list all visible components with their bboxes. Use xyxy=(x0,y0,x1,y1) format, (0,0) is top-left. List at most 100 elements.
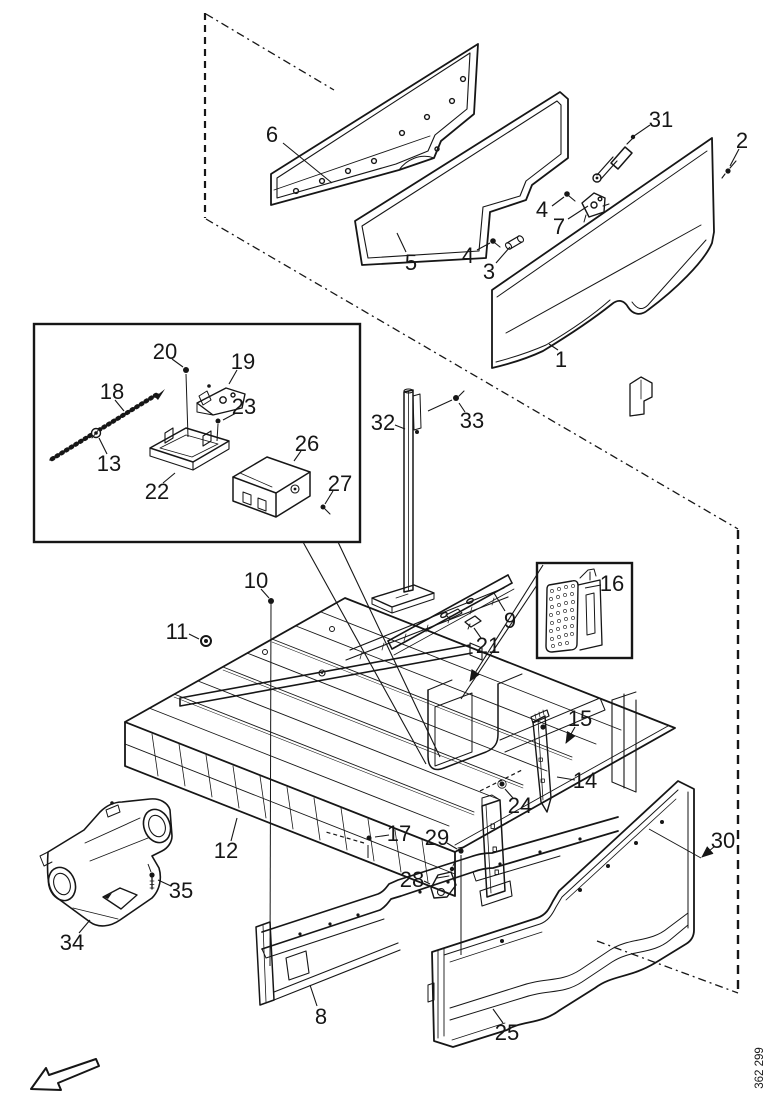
part-26-control-box xyxy=(232,456,311,518)
construction-line xyxy=(460,584,538,700)
part-2-screw xyxy=(721,160,737,179)
part-18-rod xyxy=(49,389,165,462)
part-1-outer-panel xyxy=(491,137,715,369)
callout-leader xyxy=(162,472,176,484)
callout-1: 1 xyxy=(555,347,567,372)
callout-leader xyxy=(282,142,333,184)
part-8-rail xyxy=(255,816,619,1006)
part-28-bracket xyxy=(430,860,457,899)
callout-10: 10 xyxy=(244,568,268,593)
callout-leader xyxy=(228,369,238,385)
support-post xyxy=(479,794,513,907)
callout-leader xyxy=(504,788,514,799)
callout-20: 20 xyxy=(153,339,177,364)
callout-leader xyxy=(188,633,200,640)
callout-3: 3 xyxy=(483,259,495,284)
part-21-clip xyxy=(464,615,482,630)
construction-line xyxy=(269,603,272,967)
callout-leader xyxy=(171,358,184,368)
part-15-screw xyxy=(540,724,546,730)
detail-inset-pad xyxy=(535,561,634,660)
callout-leader xyxy=(446,842,458,850)
callout-30: 30 xyxy=(711,828,735,853)
callout-leader xyxy=(495,246,511,264)
part-4-screw-upper xyxy=(564,191,576,202)
callout-leader xyxy=(458,402,466,413)
callout-21: 21 xyxy=(476,633,500,658)
callout-leader xyxy=(396,232,407,253)
callout-leader xyxy=(157,879,172,887)
part-12-platform xyxy=(124,597,676,897)
callout-5: 5 xyxy=(405,250,417,275)
construction-line xyxy=(427,399,453,412)
part-10-screw xyxy=(268,598,274,604)
callout-leader xyxy=(493,592,506,612)
callout-leader xyxy=(394,424,406,430)
callout-23: 23 xyxy=(232,394,256,419)
callout-leader xyxy=(114,399,125,412)
callout-31: 31 xyxy=(649,107,673,132)
callout-24: 24 xyxy=(508,793,532,818)
callout-17: 17 xyxy=(387,821,411,846)
callout-leader xyxy=(729,148,740,167)
boundary-line xyxy=(596,940,739,994)
callout-leader xyxy=(565,726,576,744)
callout-leader xyxy=(556,776,576,781)
callout-16: 16 xyxy=(600,571,624,596)
construction-line xyxy=(147,863,152,873)
part-13-nut xyxy=(90,427,102,439)
callout-leader xyxy=(701,845,716,858)
part-33-screw xyxy=(453,390,465,401)
part-34-housing xyxy=(39,798,173,927)
part-14-strip xyxy=(530,709,552,813)
callout-leader xyxy=(633,124,651,137)
callout-9: 9 xyxy=(504,608,516,633)
part-22-bracket xyxy=(149,427,230,471)
detail-inset-boxes xyxy=(32,322,634,660)
part-4-screw-lower xyxy=(490,238,501,248)
construction-line xyxy=(479,769,523,792)
callout-29: 29 xyxy=(425,825,449,850)
construction-line xyxy=(469,564,544,682)
callout-leader xyxy=(222,412,237,421)
construction-line xyxy=(185,373,189,438)
drawing-number: 362 299 xyxy=(754,1047,766,1089)
callout-leader xyxy=(293,450,302,462)
part-9-rail xyxy=(387,574,515,656)
callout-leader xyxy=(374,834,390,838)
callout-6: 6 xyxy=(266,122,278,147)
part-35-screw xyxy=(149,872,155,890)
callout-leader xyxy=(551,196,565,207)
callout-leader xyxy=(78,919,91,934)
callout-35: 35 xyxy=(169,878,193,903)
construction-line xyxy=(302,541,427,765)
part-25-lower-panel xyxy=(427,780,695,1048)
part-29-screw xyxy=(457,846,465,854)
part-27-screw xyxy=(320,504,331,515)
callout-28: 28 xyxy=(400,867,424,892)
callout-14: 14 xyxy=(573,768,597,793)
part-17-screw xyxy=(366,835,372,841)
part-20-screw xyxy=(183,367,189,373)
callout-leader xyxy=(309,984,318,1007)
boundary-lines xyxy=(203,13,740,994)
callout-27: 27 xyxy=(328,471,352,496)
callout-leader xyxy=(567,205,589,220)
callout-7: 7 xyxy=(553,214,565,239)
callout-34: 34 xyxy=(60,930,84,955)
callout-25: 25 xyxy=(495,1020,519,1045)
construction-line xyxy=(648,828,702,859)
callout-4: 4 xyxy=(462,243,474,268)
part-23-screw xyxy=(215,418,221,424)
callout-26: 26 xyxy=(295,431,319,456)
callout-leader xyxy=(98,437,108,455)
callout-2: 2 xyxy=(736,128,748,153)
callout-8: 8 xyxy=(315,1004,327,1029)
construction-lines xyxy=(147,373,702,967)
callout-leader xyxy=(584,584,602,589)
callout-leader xyxy=(260,588,270,599)
part-31-gas-strut xyxy=(592,134,636,183)
upper-right-bracket xyxy=(629,376,653,417)
